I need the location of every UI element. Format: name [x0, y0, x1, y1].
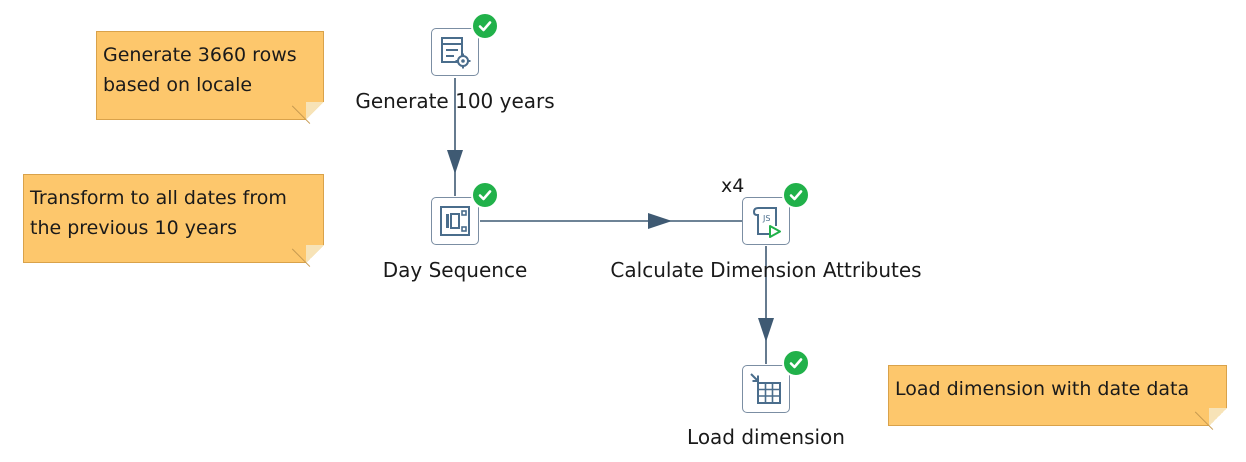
note-text: Load dimension with date data [895, 378, 1190, 400]
status-ok-icon [471, 12, 499, 40]
hop-arrowhead [758, 318, 774, 342]
status-ok-icon [782, 181, 810, 209]
status-ok-icon [471, 181, 499, 209]
note-load[interactable]: Load dimension with date data [888, 365, 1227, 426]
note-fold-corner [306, 102, 324, 120]
step-label-calculate: Calculate Dimension Attributes [610, 258, 922, 282]
note-text: Transform to all dates from the previous… [30, 187, 287, 239]
note-fold-corner [1209, 408, 1227, 426]
hop-arrowhead [447, 150, 463, 174]
note-fold-corner [306, 245, 324, 263]
table-output-icon[interactable] [742, 365, 790, 413]
hop-arrowhead [648, 213, 672, 229]
add-sequence-icon[interactable] [431, 197, 479, 245]
svg-text:JS: JS [762, 214, 770, 223]
note-transform[interactable]: Transform to all dates from the previous… [23, 174, 324, 263]
generate-rows-icon[interactable] [431, 28, 479, 76]
copies-indicator: x4 [721, 175, 745, 197]
note-generate[interactable]: Generate 3660 rows based on locale [96, 31, 324, 120]
step-label-load: Load dimension [687, 425, 845, 449]
step-label-generate: Generate 100 years [355, 89, 555, 113]
note-text: Generate 3660 rows based on locale [103, 44, 297, 96]
status-ok-icon [782, 349, 810, 377]
step-label-day-sequence: Day Sequence [382, 258, 528, 282]
javascript-icon[interactable]: JS [742, 197, 790, 245]
